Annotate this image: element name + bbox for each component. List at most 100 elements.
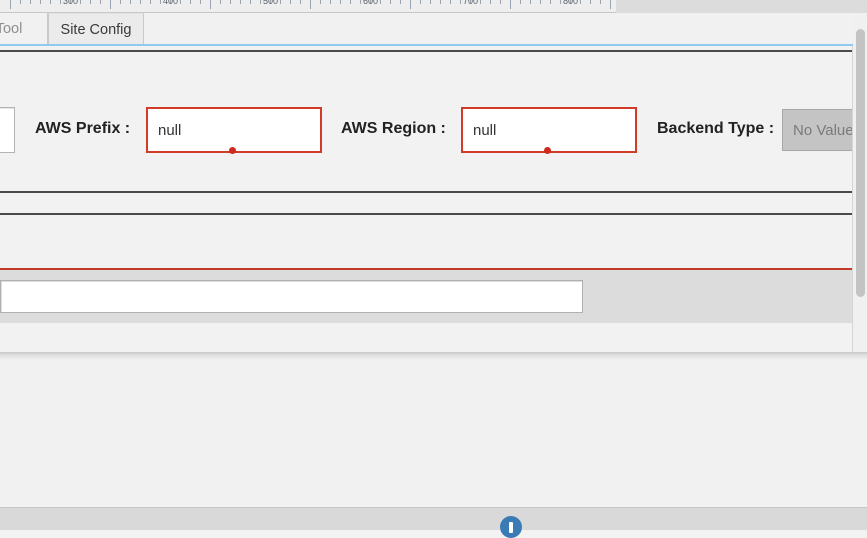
search-input[interactable] bbox=[0, 280, 583, 313]
ruler-tick-minor bbox=[480, 0, 481, 4]
ruler-tick-minor bbox=[570, 0, 571, 4]
ruler-tick-minor bbox=[420, 0, 421, 4]
ruler-tick-minor bbox=[470, 0, 471, 4]
ruler-tick-major bbox=[510, 0, 511, 9]
divider-top bbox=[0, 50, 853, 52]
aws-region-value: null bbox=[473, 121, 497, 139]
ruler-tick-minor bbox=[120, 0, 121, 4]
lower-pane-shadow bbox=[0, 352, 867, 360]
ruler-tick-label: 400 bbox=[163, 0, 179, 6]
ruler-tick-minor bbox=[190, 0, 191, 4]
tab-query-tool[interactable]: y Tool bbox=[0, 13, 48, 45]
ruler-tick-minor bbox=[430, 0, 431, 4]
ruler-tick-minor bbox=[600, 0, 601, 4]
ruler-tick-minor bbox=[390, 0, 391, 4]
lower-pane bbox=[0, 352, 867, 538]
tab-bar: y Tool Site Config bbox=[0, 13, 867, 46]
ruler-tick-minor bbox=[50, 0, 51, 4]
ruler-tick-minor bbox=[130, 0, 131, 4]
site-config-panel: AWS Prefix : null AWS Region : null Back… bbox=[0, 46, 867, 352]
ruler-tick-minor bbox=[90, 0, 91, 4]
aws-prefix-label: AWS Prefix : bbox=[35, 120, 131, 137]
ruler-tick-minor bbox=[490, 0, 491, 4]
horizontal-ruler: 300 400 500 600 700 800 bbox=[0, 0, 616, 13]
ruler-tick-minor bbox=[40, 0, 41, 4]
ruler-tick-minor bbox=[540, 0, 541, 4]
ruler-tick-minor bbox=[550, 0, 551, 4]
ruler-tick-minor bbox=[30, 0, 31, 4]
divider-middle-upper bbox=[0, 191, 853, 193]
ruler-tick-minor bbox=[290, 0, 291, 4]
tab-site-config[interactable]: Site Config bbox=[48, 13, 144, 45]
ruler-tick-minor bbox=[250, 0, 251, 4]
ruler-tick-minor bbox=[400, 0, 401, 4]
ruler-tick-minor bbox=[360, 0, 361, 4]
ruler-tick-major bbox=[10, 0, 11, 9]
ruler-tick-minor bbox=[320, 0, 321, 4]
ruler-tick-minor bbox=[520, 0, 521, 4]
ruler-tick-minor bbox=[330, 0, 331, 4]
ruler-tick-major bbox=[410, 0, 411, 9]
search-strip bbox=[0, 270, 853, 323]
tab-site-config-label: Site Config bbox=[60, 21, 132, 38]
aws-region-required-dot-icon bbox=[544, 147, 551, 154]
partial-left-field[interactable] bbox=[0, 107, 15, 153]
tab-active-underline bbox=[0, 44, 867, 46]
divider-middle-lower bbox=[0, 213, 853, 215]
aws-region-input[interactable]: null bbox=[461, 107, 637, 153]
ruler-tick-minor bbox=[200, 0, 201, 4]
aws-prefix-required-dot-icon bbox=[229, 147, 236, 154]
ruler-tick-minor bbox=[590, 0, 591, 4]
ruler-tick-minor bbox=[20, 0, 21, 4]
tab-bar-empty-area bbox=[145, 13, 867, 45]
aws-prefix-input[interactable]: null bbox=[146, 107, 322, 153]
ruler-tick-minor bbox=[350, 0, 351, 4]
ruler-tick-label: 600 bbox=[363, 0, 379, 6]
ruler-tick-minor bbox=[380, 0, 381, 4]
ruler-tick-minor bbox=[220, 0, 221, 4]
vertical-scrollbar-thumb[interactable] bbox=[856, 29, 865, 297]
ruler-tick-minor bbox=[280, 0, 281, 4]
ruler-tick-major bbox=[210, 0, 211, 9]
ruler-tick-label: 700 bbox=[463, 0, 479, 6]
ruler-tick-minor bbox=[160, 0, 161, 4]
ruler-tick-major bbox=[310, 0, 311, 9]
ruler-tick-minor bbox=[340, 0, 341, 4]
ruler-tick-minor bbox=[270, 0, 271, 4]
ruler-tick-minor bbox=[460, 0, 461, 4]
ruler-tick-minor bbox=[150, 0, 151, 4]
config-form-row: AWS Prefix : null AWS Region : null Back… bbox=[0, 103, 867, 165]
content-right-edge bbox=[852, 46, 853, 352]
ruler-tick-label: 300 bbox=[63, 0, 79, 6]
ruler-tick-minor bbox=[440, 0, 441, 4]
vertical-scrollbar-track[interactable] bbox=[853, 13, 867, 352]
ruler-tick-minor bbox=[70, 0, 71, 4]
ruler-tick-minor bbox=[180, 0, 181, 4]
tab-query-tool-label: y Tool bbox=[0, 21, 23, 37]
info-circle-icon[interactable] bbox=[500, 516, 522, 538]
ruler-tick-major bbox=[610, 0, 611, 9]
ruler-tick-minor bbox=[170, 0, 171, 4]
ruler-tick-major bbox=[110, 0, 111, 9]
aws-region-label: AWS Region : bbox=[341, 120, 446, 137]
ruler-tick-minor bbox=[500, 0, 501, 4]
ruler-tick-minor bbox=[60, 0, 61, 4]
divider-error bbox=[0, 268, 853, 270]
ruler-tick-minor bbox=[530, 0, 531, 4]
ruler-tick-label: 800 bbox=[563, 0, 579, 6]
ruler-tick-minor bbox=[450, 0, 451, 4]
ruler-tick-minor bbox=[230, 0, 231, 4]
ruler-tick-minor bbox=[140, 0, 141, 4]
ruler-padding bbox=[616, 0, 867, 13]
ruler-tick-minor bbox=[370, 0, 371, 4]
aws-prefix-value: null bbox=[158, 121, 182, 139]
ruler-tick-minor bbox=[300, 0, 301, 4]
ruler-tick-minor bbox=[560, 0, 561, 4]
status-bar bbox=[0, 507, 867, 538]
ruler-tick-minor bbox=[100, 0, 101, 4]
ruler-tick-label: 500 bbox=[263, 0, 279, 6]
ruler-tick-minor bbox=[260, 0, 261, 4]
ruler-tick-minor bbox=[240, 0, 241, 4]
ruler-tick-minor bbox=[580, 0, 581, 4]
backend-type-value: No Value bbox=[793, 121, 854, 139]
